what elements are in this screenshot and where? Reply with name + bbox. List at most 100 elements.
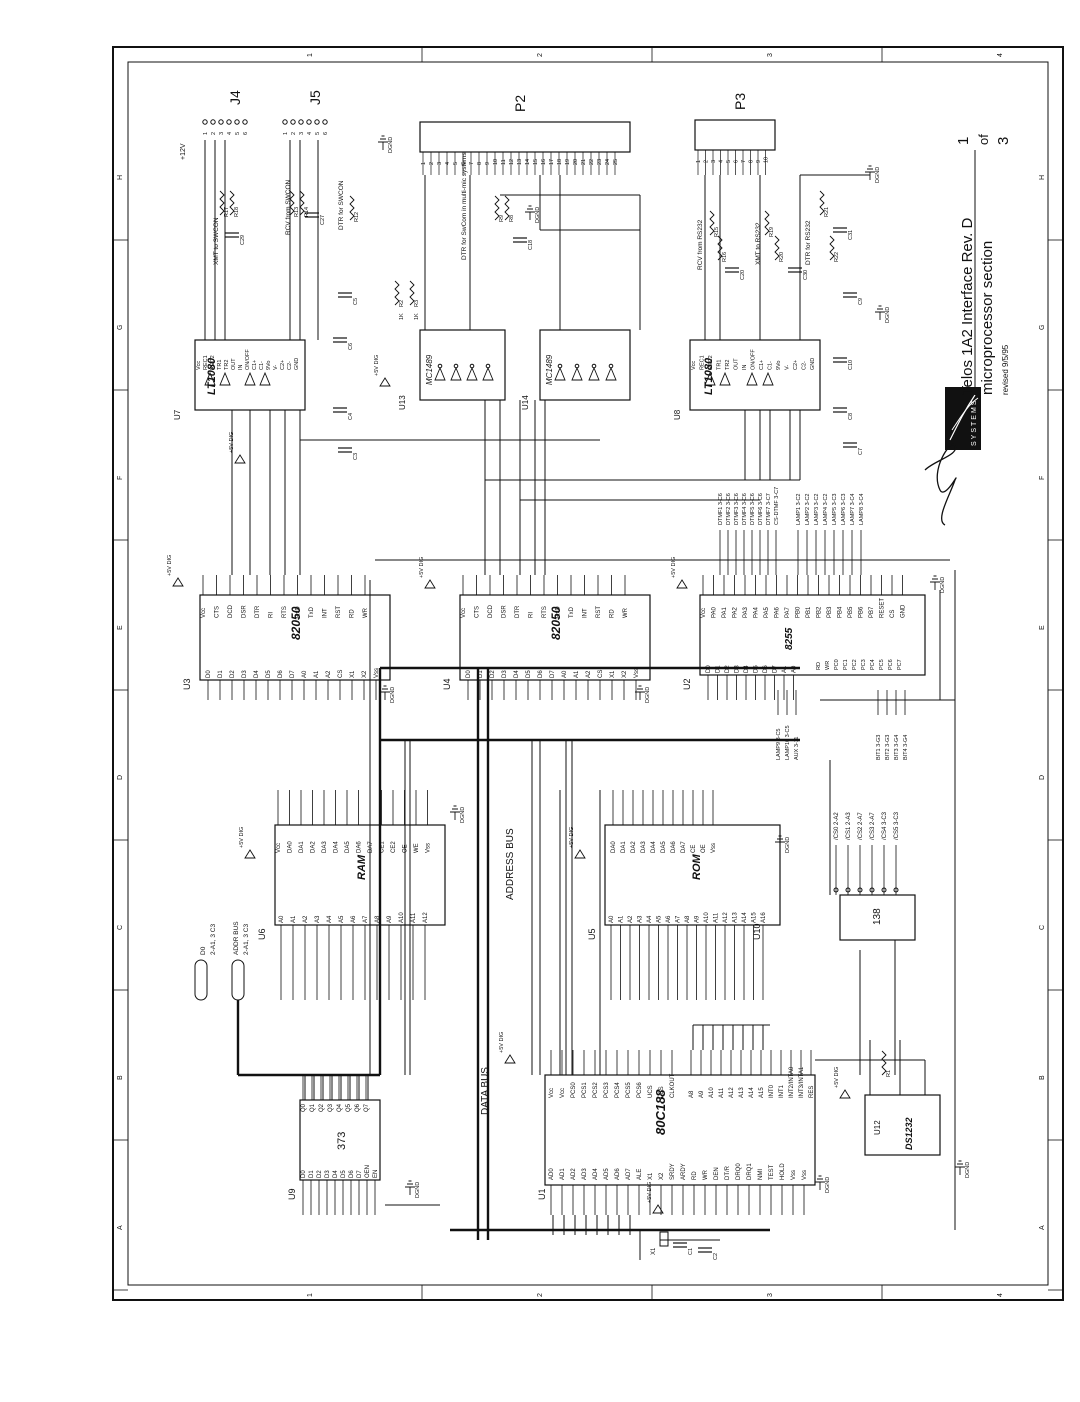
u4-pin-label: A0 — [562, 670, 568, 678]
u1-pin-label: INT1 — [779, 1084, 785, 1098]
u9-pin-label: D3 — [325, 1170, 331, 1178]
u6-pin-label: DA1 — [299, 841, 305, 853]
u6-pin-label: A9 — [387, 915, 393, 923]
d0-sheet-ref: 2-A1, 3 C3 — [210, 924, 217, 955]
u2-pin-label: CS — [890, 610, 896, 618]
u3-pin-label: TxD — [309, 606, 315, 618]
u4-pin-label: Vss — [634, 668, 640, 678]
u2-pin-label: GND — [901, 604, 907, 618]
j5-pin-number: 1 — [283, 132, 289, 135]
dtr-rs232-note: DTR for RS232 — [805, 220, 812, 265]
u7-pin-label: C2- — [287, 361, 293, 370]
u1-pin-label: AD6 — [615, 1168, 621, 1180]
u2-pin-label: PC0 — [834, 659, 840, 670]
u6-pin-label: A10 — [399, 912, 405, 923]
u1-pin-label: DT/R — [725, 1165, 731, 1180]
p3-pin-number: 1 — [696, 160, 702, 163]
u7-pin-label: C1+ — [252, 360, 258, 370]
u4-pin-label: X1 — [610, 670, 616, 678]
u5-pin-label: A3 — [638, 915, 644, 923]
u8-pin-label: C2- — [802, 361, 808, 370]
zone-number: 2 — [537, 53, 544, 57]
u1-part: 80C188 — [653, 1089, 668, 1135]
p2-pin-number: 25 — [613, 159, 619, 165]
zone-letter: C — [1039, 925, 1046, 930]
zone-letter: G — [1039, 325, 1046, 330]
u5-pin-label: A4 — [647, 915, 653, 923]
p2-pin-number: 13 — [517, 159, 523, 165]
crystal-label: X1 — [651, 1247, 657, 1255]
plus5v-label: +5V DIG — [834, 1067, 840, 1088]
rcv-swcon-note: RCV from SWCON — [285, 179, 292, 235]
zone-letter: D — [1039, 775, 1046, 780]
u3-pin-label: D2 — [230, 670, 236, 678]
u6-pin-label: DA2 — [311, 841, 317, 853]
u3-pin-label: DSR — [242, 605, 248, 618]
resistor-label: R8 — [509, 215, 515, 222]
u8-pin-label: C2+ — [793, 360, 799, 370]
sheet-number: 1 — [955, 137, 972, 145]
p2-pin-number: 3 — [437, 162, 443, 165]
p2-pin-number: 5 — [453, 162, 459, 165]
capacitor-label: C20 — [740, 270, 746, 280]
p3-pin-number: 9 — [756, 160, 762, 163]
u4-pin-label: CTS — [475, 606, 481, 618]
u2-pin-label: RD — [816, 662, 822, 670]
u6-pin-label: A1 — [291, 915, 297, 923]
u9-pin-label: D7 — [357, 1170, 363, 1178]
cs-label: /CS4 3-C3 — [882, 811, 888, 840]
p3-pin-number: 8 — [749, 160, 755, 163]
zone-number: 4 — [997, 53, 1004, 57]
u5-pin-label: A7 — [676, 915, 682, 923]
u3-pin-label: Vcc — [201, 608, 207, 618]
u2-pin-label: D4 — [744, 665, 750, 673]
p2-pin-number: 6 — [461, 162, 467, 165]
u3-pin-label: A2 — [326, 670, 332, 678]
u7-pin-label: GND — [294, 358, 300, 370]
ground-label: DGND — [825, 1177, 831, 1193]
sheet-total: 3 — [995, 137, 1012, 145]
u4-pin-label: RI — [529, 612, 535, 618]
u8-ref: U8 — [673, 409, 682, 420]
zone-letter: H — [1039, 175, 1046, 180]
capacitor-label: C10 — [848, 360, 854, 370]
u4-pin-label: WR — [623, 607, 629, 618]
port-b-label: LAMP8 3-C4 — [859, 494, 865, 526]
u1-pin-label: INT3/INTA1 — [799, 1066, 805, 1098]
sheet-of: of — [976, 134, 991, 145]
u12-ds1232: U12 DS1232 — [864, 1094, 941, 1156]
capacitor-label: C4 — [348, 413, 354, 420]
u8-pin-label: OUT — [734, 358, 740, 370]
u1-pin-label: LCS — [659, 1086, 665, 1098]
u6-pin-label: DA4 — [334, 841, 340, 853]
u5-pin-label: DA0 — [611, 841, 617, 853]
u14-part: MC1489 — [545, 354, 554, 385]
resistor-label: R16 — [722, 252, 728, 262]
u1-pin-label: PCS1 — [582, 1082, 588, 1098]
p3-pin-number: 3 — [711, 160, 717, 163]
u7-pin-label: TR1 — [217, 360, 223, 370]
u5-pin-label: DA6 — [671, 841, 677, 853]
u3-pin-label: RST — [336, 606, 342, 618]
zone-letter: F — [1039, 476, 1046, 480]
cs-label: /CS3 2-A7 — [870, 812, 876, 840]
u1-pin-label: WR — [703, 1169, 709, 1180]
u2-part: 8255 — [784, 627, 795, 650]
resistor-label: R20 — [779, 252, 785, 262]
u1-pin-label: PCS6 — [637, 1082, 643, 1098]
u9-pin-label: D5 — [341, 1170, 347, 1178]
p3-pin-number: 2 — [704, 160, 710, 163]
port-c-label: LAMP9 3-C5 — [776, 729, 782, 761]
u9-pin-label: D6 — [349, 1170, 355, 1178]
u2-pin-label: PB2 — [817, 606, 823, 618]
u4-pin-label: DTR — [515, 605, 521, 618]
resistor-label: R15 — [714, 227, 720, 237]
u2-pin-label: D0 — [706, 665, 712, 673]
p2-pin-number: 11 — [501, 159, 507, 165]
p3-pin-number: 7 — [741, 160, 747, 163]
u8-pin-label: IN — [742, 364, 748, 370]
u6-pin-label: A6 — [351, 915, 357, 923]
u1-pin-label: A15 — [759, 1087, 765, 1098]
